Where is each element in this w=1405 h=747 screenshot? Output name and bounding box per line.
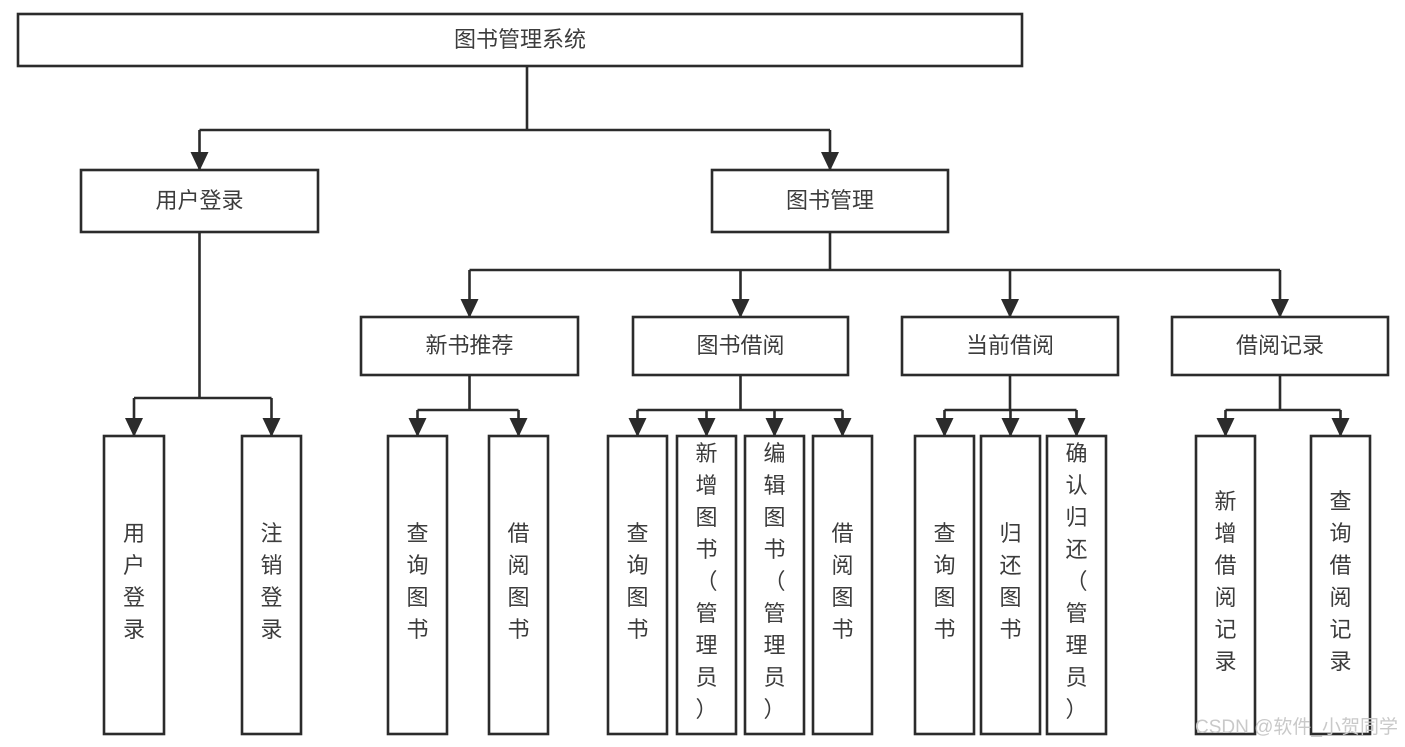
node-leaf-edit-book[interactable]: 编辑图书（管理员） bbox=[743, 434, 806, 736]
node-box-leaf-borrow-book bbox=[811, 434, 874, 736]
node-label-leaf-query-borrow-record: 查询借阅记录 bbox=[1329, 489, 1351, 674]
node-label-leaf-query-book-borrow: 查询图书 bbox=[626, 521, 648, 642]
node-box-leaf-edit-book bbox=[743, 434, 806, 736]
arrow-head-icon bbox=[509, 418, 528, 437]
arrow-head-icon bbox=[408, 418, 427, 437]
node-box-current-borrow bbox=[900, 315, 1120, 377]
node-label-book-borrow: 图书借阅 bbox=[696, 333, 784, 358]
node-box-leaf-borrow-book-recommend bbox=[487, 434, 550, 736]
csdn-watermark: CSDN @软件_小贺同学 bbox=[1195, 716, 1398, 738]
node-box-leaf-add-borrow-record bbox=[1194, 434, 1257, 736]
node-leaf-logout[interactable]: 注销登录 bbox=[240, 434, 303, 736]
node-label-user-login: 用户登录 bbox=[155, 188, 243, 213]
node-label-leaf-return-book: 归还图书 bbox=[999, 521, 1021, 642]
arrow-head-icon bbox=[190, 152, 209, 171]
node-box-leaf-query-borrow-record bbox=[1309, 434, 1372, 736]
connector-layer bbox=[125, 66, 1350, 437]
node-label-leaf-add-borrow-record: 新增借阅记录 bbox=[1214, 489, 1236, 674]
arrow-head-icon bbox=[935, 418, 954, 437]
arrow-head-icon bbox=[1001, 418, 1020, 437]
node-box-leaf-logout bbox=[240, 434, 303, 736]
node-box-root bbox=[16, 12, 1024, 68]
node-label-root: 图书管理系统 bbox=[454, 27, 586, 52]
node-new-book-recommend[interactable]: 新书推荐 bbox=[359, 315, 580, 377]
arrow-head-icon bbox=[125, 418, 143, 437]
node-label-leaf-add-book: 新增图书（管理员） bbox=[695, 441, 717, 722]
node-book-manage[interactable]: 图书管理 bbox=[710, 168, 950, 234]
node-box-leaf-user-login bbox=[102, 434, 166, 736]
arrow-head-icon bbox=[1216, 418, 1235, 437]
node-leaf-user-login[interactable]: 用户登录 bbox=[102, 434, 166, 736]
arrow-head-icon bbox=[833, 418, 852, 437]
node-leaf-query-borrow-record[interactable]: 查询借阅记录 bbox=[1309, 434, 1372, 736]
arrow-head-icon bbox=[1067, 418, 1086, 437]
node-label-leaf-borrow-book: 借阅图书 bbox=[831, 521, 853, 642]
node-label-leaf-query-book-recommend: 查询图书 bbox=[406, 521, 428, 642]
node-label-new-book-recommend: 新书推荐 bbox=[425, 333, 513, 358]
node-label-borrow-record: 借阅记录 bbox=[1236, 333, 1324, 358]
node-label-leaf-query-book-current: 查询图书 bbox=[933, 521, 955, 642]
arrow-head-icon bbox=[1331, 418, 1350, 437]
node-leaf-add-borrow-record[interactable]: 新增借阅记录 bbox=[1194, 434, 1257, 736]
node-leaf-borrow-book[interactable]: 借阅图书 bbox=[811, 434, 874, 736]
node-box-leaf-return-book bbox=[979, 434, 1042, 736]
arrow-head-icon bbox=[460, 299, 479, 318]
node-box-borrow-record bbox=[1170, 315, 1390, 377]
node-leaf-query-book-current[interactable]: 查询图书 bbox=[913, 434, 976, 736]
node-leaf-add-book[interactable]: 新增图书（管理员） bbox=[675, 434, 738, 736]
arrow-head-icon bbox=[1271, 299, 1289, 318]
node-leaf-query-book-borrow[interactable]: 查询图书 bbox=[606, 434, 669, 736]
node-label-book-manage: 图书管理 bbox=[786, 188, 874, 213]
node-box-leaf-query-book-recommend bbox=[386, 434, 449, 736]
arrow-head-icon bbox=[765, 418, 784, 437]
arrow-head-icon bbox=[731, 299, 750, 318]
arrow-head-icon bbox=[628, 418, 647, 437]
arrow-head-icon bbox=[697, 418, 716, 437]
node-leaf-borrow-book-recommend[interactable]: 借阅图书 bbox=[487, 434, 550, 736]
node-leaf-return-book[interactable]: 归还图书 bbox=[979, 434, 1042, 736]
node-user-login[interactable]: 用户登录 bbox=[79, 168, 320, 234]
node-leaf-query-book-recommend[interactable]: 查询图书 bbox=[386, 434, 449, 736]
node-label-leaf-borrow-book-recommend: 借阅图书 bbox=[507, 521, 529, 642]
node-borrow-record[interactable]: 借阅记录 bbox=[1170, 315, 1390, 377]
node-box-leaf-add-book bbox=[675, 434, 738, 736]
node-current-borrow[interactable]: 当前借阅 bbox=[900, 315, 1120, 377]
arrow-head-icon bbox=[1001, 299, 1019, 318]
node-label-leaf-confirm-return: 确认归还（管理员） bbox=[1065, 441, 1087, 722]
node-label-current-borrow: 当前借阅 bbox=[966, 333, 1054, 358]
node-box-book-borrow bbox=[631, 315, 850, 377]
node-leaf-confirm-return[interactable]: 确认归还（管理员） bbox=[1045, 434, 1108, 736]
node-layer: 图书管理系统用户登录图书管理新书推荐图书借阅当前借阅借阅记录用户登录注销登录查询… bbox=[16, 12, 1390, 736]
node-label-leaf-user-login: 用户登录 bbox=[123, 521, 145, 642]
node-box-leaf-confirm-return bbox=[1045, 434, 1108, 736]
node-box-new-book-recommend bbox=[359, 315, 580, 377]
node-box-leaf-query-book-borrow bbox=[606, 434, 669, 736]
node-root[interactable]: 图书管理系统 bbox=[16, 12, 1024, 68]
arrow-head-icon bbox=[821, 152, 839, 171]
node-book-borrow[interactable]: 图书借阅 bbox=[631, 315, 850, 377]
node-box-leaf-query-book-current bbox=[913, 434, 976, 736]
node-label-leaf-logout: 注销登录 bbox=[260, 521, 282, 642]
node-box-user-login bbox=[79, 168, 320, 234]
node-label-leaf-edit-book: 编辑图书（管理员） bbox=[763, 441, 785, 722]
node-box-book-manage bbox=[710, 168, 950, 234]
arrow-head-icon bbox=[262, 418, 281, 437]
